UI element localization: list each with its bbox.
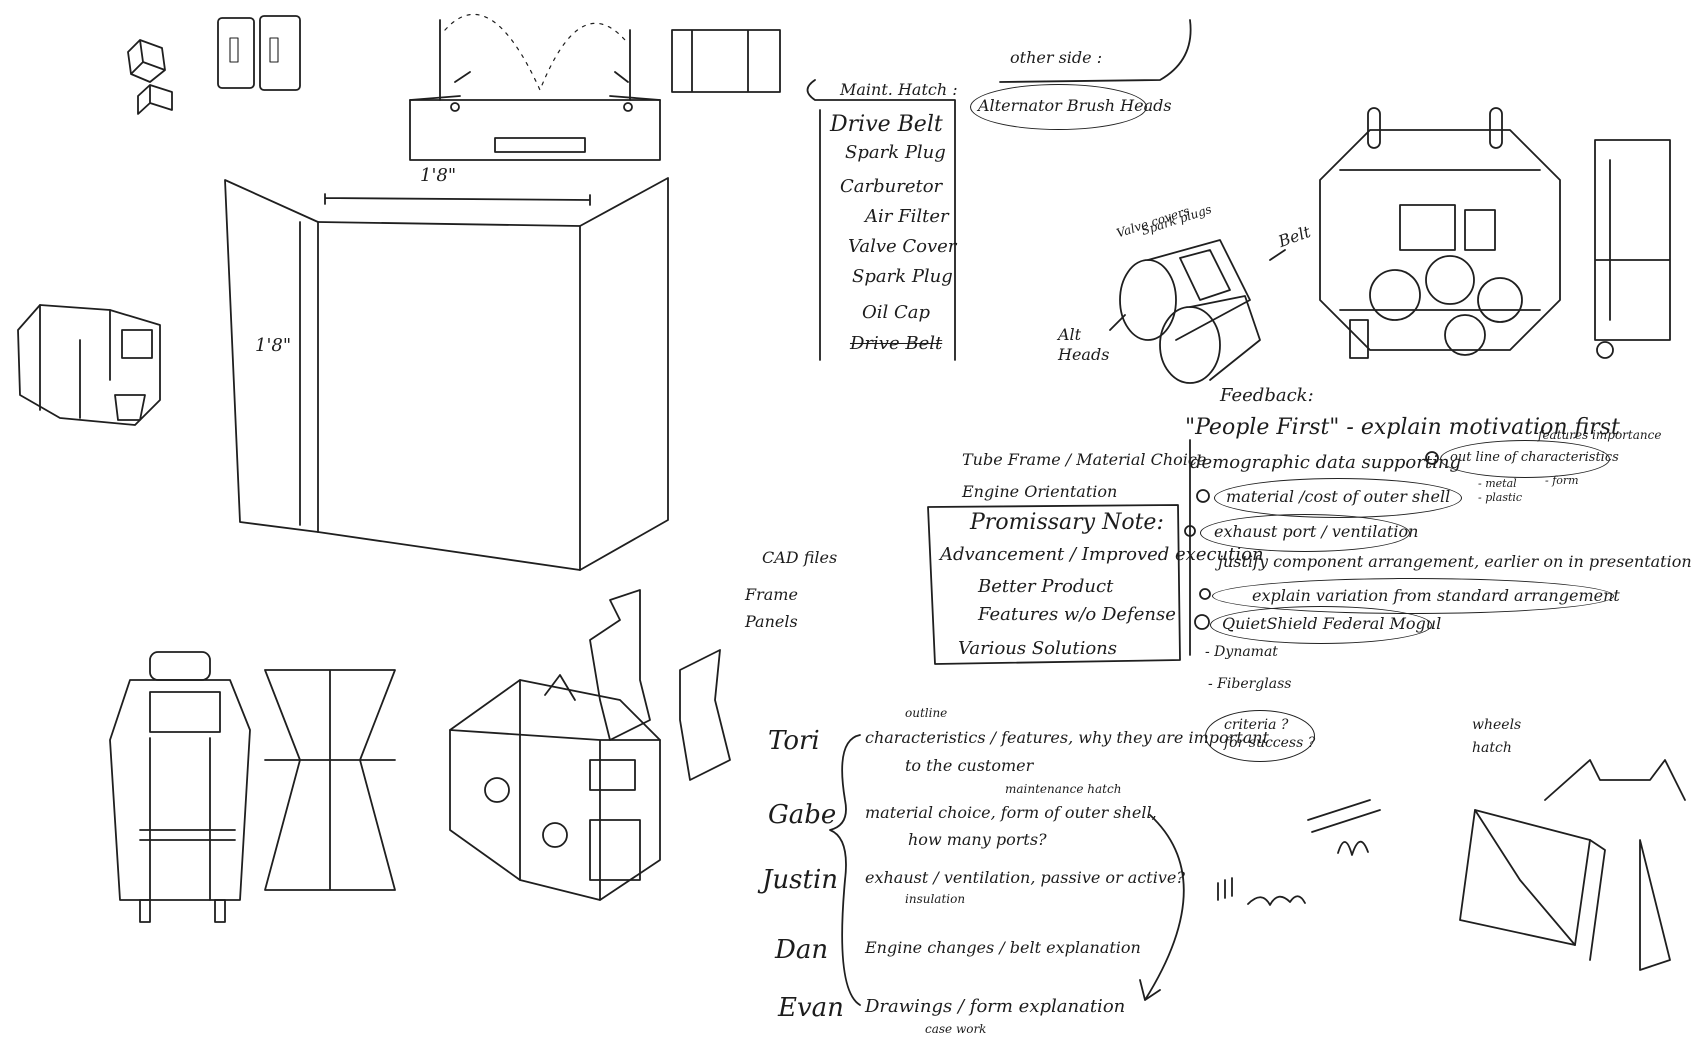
maint-item: Spark Plug	[845, 142, 946, 163]
maint-item-struck: Drive Belt	[850, 333, 943, 354]
maint-item: Oil Cap	[862, 302, 931, 323]
cad-item: Frame	[745, 585, 798, 604]
hatch-swing-sketch	[409, 13, 661, 161]
feedback-bubble: explain variation from standard arrangem…	[1252, 586, 1620, 605]
cad-item: Panels	[745, 612, 798, 631]
feedback-bubble: exhaust port / ventilation	[1214, 522, 1419, 541]
assignee-name: Justin	[762, 865, 839, 895]
front-cart-sketch	[109, 651, 251, 923]
octagonal-cart-sketch	[17, 304, 161, 426]
assignee-name: Gabe	[768, 800, 837, 830]
assignment-task: Drawings / form explanation	[865, 996, 1126, 1017]
feedback-line: demographic data supporting	[1190, 452, 1461, 473]
folded-panel-sketch	[671, 29, 781, 93]
feedback-bubble: QuietShield Federal Mogul	[1222, 614, 1442, 633]
assignment-note: insulation	[905, 892, 966, 906]
feedback-heading: Feedback:	[1220, 385, 1314, 406]
doodles	[1217, 799, 1381, 906]
maint-item: Air Filter	[865, 206, 949, 227]
feedback-bubble: out line of characteristics	[1450, 450, 1619, 465]
assignment-task: how many ports?	[908, 830, 1047, 849]
promissory-item: Features w/o Defense	[978, 604, 1176, 625]
other-side-oval	[970, 84, 1147, 130]
promissory-item: Better Product	[978, 576, 1114, 597]
feedback-oval	[1210, 606, 1432, 644]
criteria-note: criteria ? for success ?	[1224, 717, 1316, 751]
assignment-task: characteristics / features, why they are…	[865, 728, 1269, 747]
assignment-note: maintenance hatch	[1005, 782, 1122, 796]
promissory-item: Various Solutions	[958, 638, 1118, 659]
assignment-task: to the customer	[905, 756, 1034, 775]
assignee-name: Dan	[775, 935, 829, 965]
isometric-cart-sketch	[449, 674, 661, 901]
feedback-note: features importance	[1538, 428, 1662, 442]
feedback-list-item: - Fiberglass	[1208, 676, 1292, 692]
assignment-task: exhaust / ventilation, passive or active…	[865, 868, 1185, 887]
dimension-top: 1'8"	[420, 165, 457, 186]
assignment-brace	[829, 734, 1185, 1006]
feedback-markers	[1184, 439, 1439, 656]
cad-item: CAD files	[762, 548, 838, 567]
flat-pattern-sketch	[589, 589, 731, 781]
feedback-bubble: material /cost of outer shell	[1226, 487, 1451, 506]
feedback-oval	[1440, 440, 1610, 478]
feedback-line: "People First" - explain motivation firs…	[1185, 415, 1620, 440]
side-panel-sketch	[264, 669, 396, 891]
maint-heading: Maint. Hatch :	[840, 80, 958, 99]
other-side-heading: other side :	[1010, 48, 1103, 67]
engine-sketch	[1109, 239, 1286, 384]
promissory-heading: Promissary Note:	[970, 510, 1164, 535]
maint-item: Valve Cover	[848, 236, 957, 257]
feedback-subnote: - metal	[1478, 477, 1517, 490]
promissory-item: Advancement / Improved execution	[940, 544, 1264, 565]
assignment-task: material choice, form of outer shell,	[865, 803, 1157, 822]
dimension-side: 1'8"	[255, 335, 292, 356]
small-blocks-sketch	[127, 39, 173, 115]
maint-item: Spark Plug	[852, 266, 953, 287]
feedback-list-item: - Dynamat	[1205, 644, 1278, 660]
feedback-oval	[1200, 514, 1410, 552]
note-line: Engine Orientation	[962, 482, 1118, 501]
housing-engine-sketch	[1319, 107, 1561, 359]
maint-item: Carburetor	[840, 176, 943, 197]
hatch-wheel-sketch	[1459, 759, 1686, 971]
assignee-name: Tori	[768, 726, 820, 756]
assignee-name: Evan	[778, 993, 844, 1023]
two-panel-sketch	[217, 15, 301, 91]
feedback-subnote: - form	[1545, 474, 1579, 487]
hatch-label: hatch	[1472, 740, 1512, 756]
large-box-sketch	[224, 177, 669, 571]
assignment-task: Engine changes / belt explanation	[865, 938, 1141, 957]
criteria-oval	[1205, 710, 1315, 762]
label-alt-heads: Alt Heads	[1058, 325, 1110, 364]
assignment-note: case work	[925, 1022, 987, 1036]
note-line: Tube Frame / Material Choice	[962, 450, 1207, 469]
feedback-line: justify component arrangement, earlier o…	[1218, 552, 1692, 571]
wheels-label: wheels	[1472, 717, 1522, 733]
maint-item: Drive Belt	[830, 112, 943, 137]
maint-list-frame	[806, 19, 1192, 361]
assignment-note: outline	[905, 706, 948, 720]
feedback-subnote: - plastic	[1478, 491, 1523, 504]
tall-cart-side-sketch	[1594, 139, 1671, 359]
other-side-item: Alternator Brush Heads	[978, 96, 1172, 115]
promissory-box	[927, 504, 1181, 665]
